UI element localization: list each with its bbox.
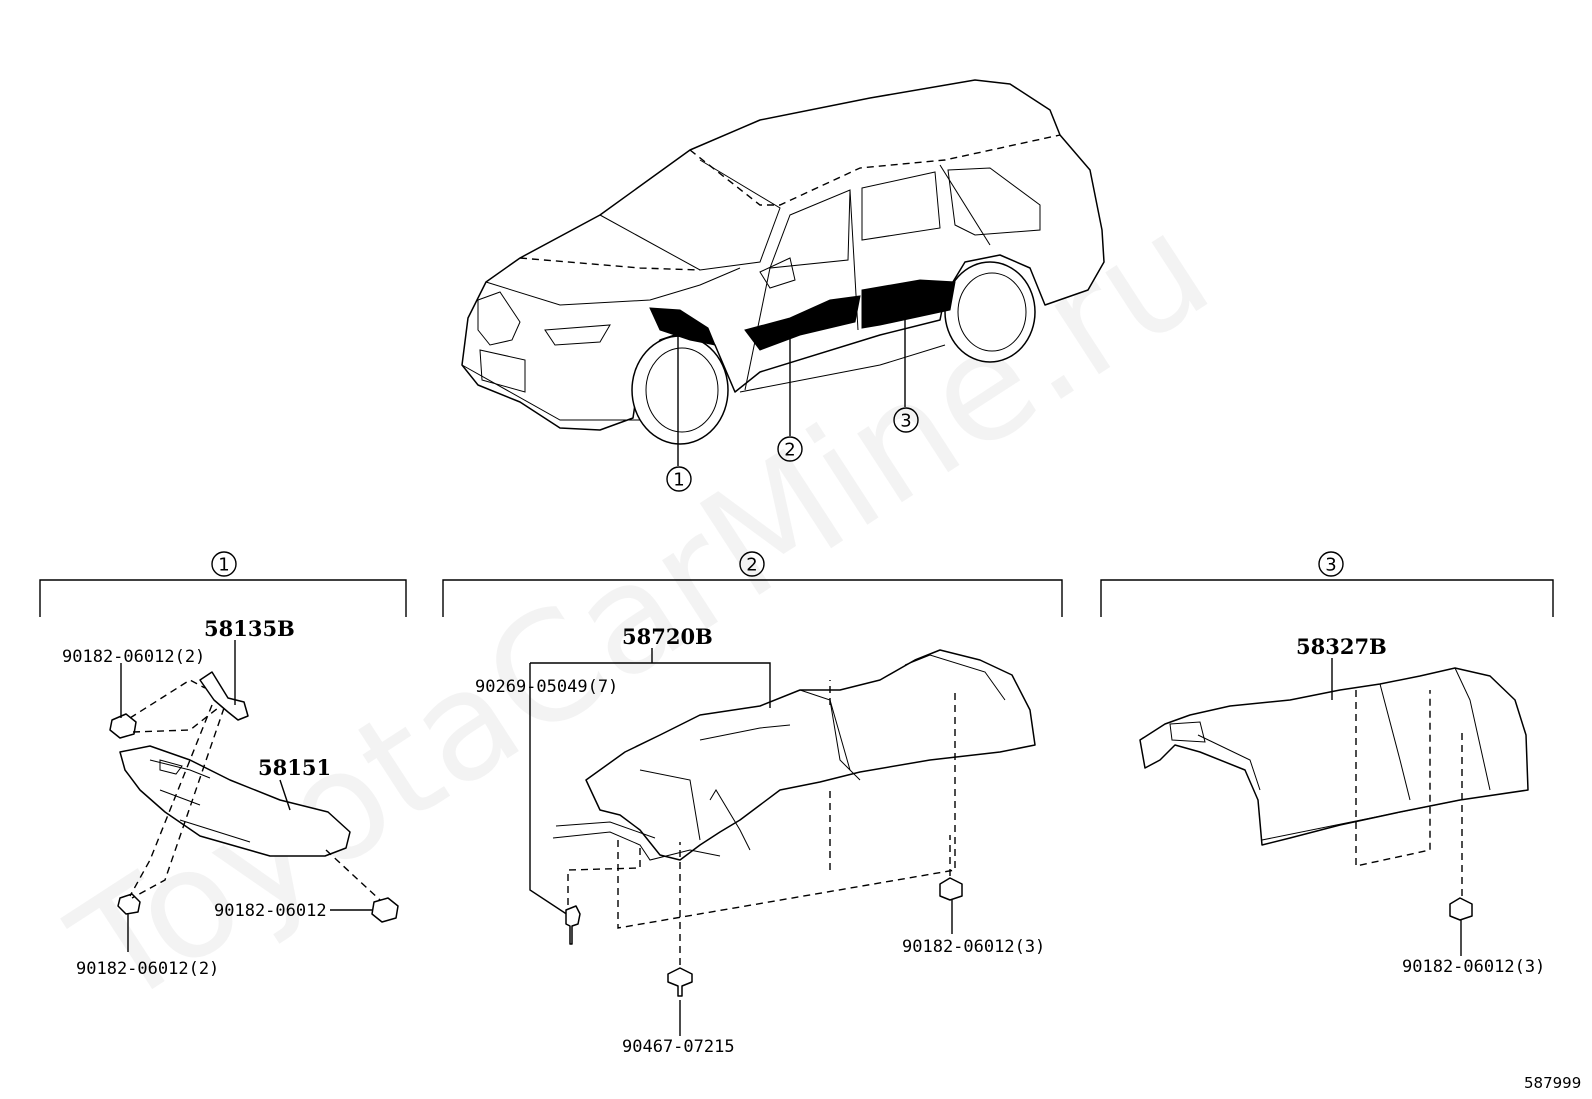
clip-right-g2[interactable] xyxy=(939,877,963,901)
callout-1-label: 1 xyxy=(673,470,684,491)
group-3-marker: 3 xyxy=(1325,555,1336,576)
reference-code: 587999 xyxy=(1524,1074,1581,1092)
part-58720B[interactable] xyxy=(585,649,1036,861)
nut-top[interactable] xyxy=(109,713,137,739)
label-58720B: 58720B xyxy=(622,624,713,649)
label-clip-right-g1: 90182-06012 xyxy=(214,901,327,921)
label-rivet: 90269-05049(7) xyxy=(475,677,618,697)
highlight-area-3 xyxy=(861,279,956,329)
label-58135B: 58135B xyxy=(204,616,295,641)
highlight-area-1 xyxy=(649,307,716,346)
label-clip-g3: 90182-06012(3) xyxy=(1402,957,1545,977)
label-58151: 58151 xyxy=(258,755,331,780)
group-2: 2 58720B 90269-05049(7) 90182-06 xyxy=(442,551,1063,1057)
nut-bottom[interactable] xyxy=(117,893,141,915)
label-bolt: 90467-07215 xyxy=(622,1037,735,1057)
nut-right[interactable] xyxy=(371,897,399,923)
label-clip-right-g2: 90182-06012(3) xyxy=(902,937,1045,957)
highlight-area-2 xyxy=(744,295,861,351)
callout-2-label: 2 xyxy=(784,440,795,461)
label-58327B: 58327B xyxy=(1296,634,1387,659)
callout-3-label: 3 xyxy=(900,411,911,432)
vehicle-illustration xyxy=(461,79,1105,466)
bolt[interactable] xyxy=(667,967,693,997)
part-58327B[interactable] xyxy=(1139,667,1529,846)
clip-g3[interactable] xyxy=(1449,897,1473,921)
part-58135B[interactable] xyxy=(199,671,249,721)
group-3: 3 58327B 90182-06012(3) xyxy=(1100,551,1554,977)
label-clip-top-g1: 90182-06012(2) xyxy=(62,647,205,667)
callout-3: 3 xyxy=(893,407,919,433)
group-1: 1 58135B 90182-06012(2) 58151 90182-0601… xyxy=(39,551,407,979)
group-2-marker: 2 xyxy=(746,555,757,576)
rivet[interactable] xyxy=(565,905,581,945)
callout-1: 1 xyxy=(666,466,692,492)
group-1-marker: 1 xyxy=(218,555,229,576)
callout-2: 2 xyxy=(777,436,803,462)
label-clip-bottom-g1: 90182-06012(2) xyxy=(76,959,219,979)
